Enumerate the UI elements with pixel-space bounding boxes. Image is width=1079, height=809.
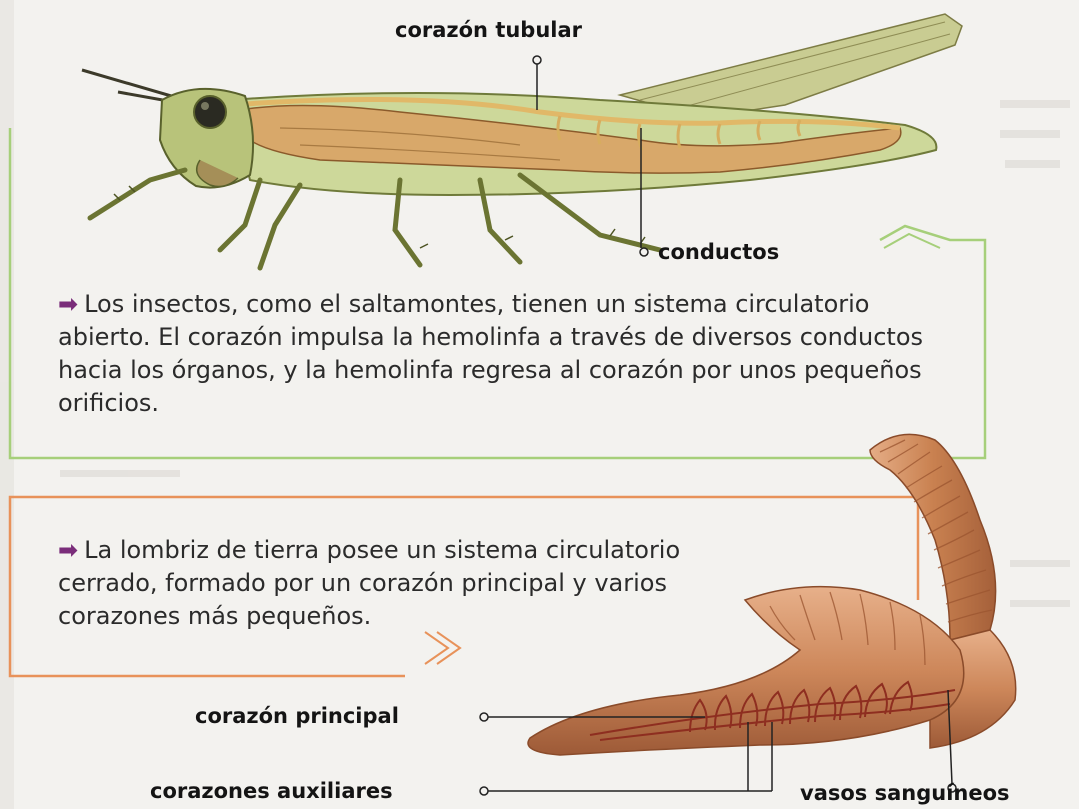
label-main-heart: corazón principal [195,706,399,727]
worm-box-chevron [425,632,460,664]
grasshopper-wing [620,14,962,118]
label-auxiliary-hearts: corazones auxiliares [150,781,393,802]
insect-description: ➡Los insectos, como el saltamontes, tien… [58,288,948,420]
insect-box-chevron [884,234,940,248]
label-ducts: conductos [658,242,779,263]
insect-description-text: Los insectos, como el saltamontes, tiene… [58,290,923,417]
worm-description-text: La lombriz de tierra posee un sistema ci… [58,536,680,630]
worm-description: ➡La lombriz de tierra posee un sistema c… [58,534,738,633]
grasshopper-illustration [82,14,962,268]
bullet-arrow-icon: ➡ [58,290,78,318]
label-blood-vessels: vasos sanguíneos [800,783,1010,804]
bullet-arrow-icon: ➡ [58,536,78,564]
grasshopper-eye [194,96,226,128]
label-tubular-heart: corazón tubular [395,20,582,41]
